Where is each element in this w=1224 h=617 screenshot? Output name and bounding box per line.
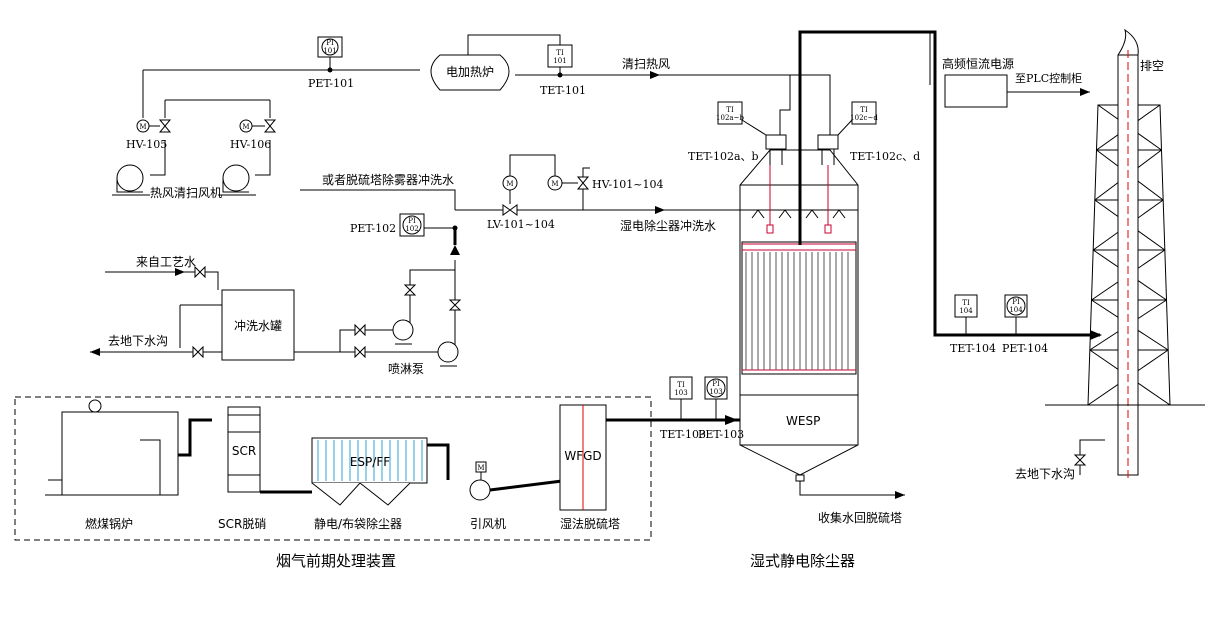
pretreatment-unit: 燃煤锅炉 SCR SCR脱硝 ESP/FF 静电/布袋除尘器 M 引风机 xyxy=(14,396,652,541)
svg-text:TI: TI xyxy=(962,299,970,307)
pet-104-label: PET-104 xyxy=(1002,342,1048,355)
wesp-flush-water-label: 湿电除尘器冲洗水 xyxy=(620,218,716,233)
pet-101-label: PET-101 xyxy=(308,77,354,90)
hv-105-label: HV-105 xyxy=(126,138,167,151)
purge-hot-air-label: 清扫热风 xyxy=(622,57,670,71)
hv-105-valve[interactable]: M xyxy=(136,119,172,133)
spray-pump-1[interactable] xyxy=(392,319,414,345)
svg-text:M: M xyxy=(477,464,484,472)
hv-106-valve[interactable]: M xyxy=(239,119,277,133)
ti-102ab-instrument: TI 102a~b xyxy=(716,101,767,136)
svg-text:PI: PI xyxy=(1012,298,1020,306)
tet-102cd-label: TET-102c、d xyxy=(850,150,920,163)
pi-102-instrument: PI 102 xyxy=(399,213,458,237)
svg-text:102: 102 xyxy=(405,225,418,233)
wesp-unit[interactable]: 收集水回脱硫塔 TET-102a、b TET-102c、d TI 102a~b … xyxy=(688,101,920,525)
esp-ff-label: 静电/布袋除尘器 xyxy=(314,516,402,531)
id-fan-label: 引风机 xyxy=(470,517,506,531)
hv-106-label: HV-106 xyxy=(230,138,271,151)
ti-104-instrument: TI 104 xyxy=(954,294,978,335)
svg-text:103: 103 xyxy=(674,389,687,397)
esp-ff-inner-label: ESP/FF xyxy=(350,455,390,469)
lv-101-104-label: LV-101~104 xyxy=(487,218,555,231)
tet-102ab-label: TET-102a、b xyxy=(688,150,759,163)
to-plc-label: 至PLC控制柜 xyxy=(1015,71,1082,85)
svg-text:M: M xyxy=(139,123,146,131)
svg-text:102a~b: 102a~b xyxy=(716,114,744,122)
ti-101-number: 101 xyxy=(553,57,566,65)
hv-101-104-valve[interactable]: M xyxy=(547,167,590,191)
electric-heater[interactable]: 电加热炉 xyxy=(430,54,510,91)
scr-reactor[interactable]: SCR xyxy=(227,406,261,493)
flush-water-system: 或者脱硫塔除雾器冲洗水 湿电除尘器冲洗水 M LV-101~104 M HV-1… xyxy=(90,154,740,376)
ti-101-instrument: TI 101 xyxy=(547,44,573,78)
pi-103-instrument: PI 103 xyxy=(704,376,728,420)
pi-104-instrument: PI 104 xyxy=(1004,294,1028,335)
hf-power-label: 高频恒流电源 xyxy=(942,56,1014,71)
svg-text:104: 104 xyxy=(959,307,973,315)
from-process-water-label: 来自工艺水 xyxy=(136,255,196,269)
hv-101-104-label: HV-101~104 xyxy=(592,178,663,191)
purge-air-system: PI 101 PET-101 电加热炉 TI 101 TET-101 清扫热风 … xyxy=(112,34,831,200)
spray-pump-label: 喷淋泵 xyxy=(388,362,424,376)
clean-gas-duct: 高频恒流电源 至PLC控制柜 TI 104 PI 104 TET-104 PET… xyxy=(798,30,1102,355)
pet-102-label: PET-102 xyxy=(350,222,396,235)
insulator-box-cd xyxy=(817,134,839,165)
wfgd-tower[interactable]: WFGD xyxy=(559,404,607,511)
ti-103-instrument: TI 103 xyxy=(669,376,693,420)
wfgd-inner-label: WFGD xyxy=(564,449,601,463)
pet-103-label: PET-103 xyxy=(698,428,744,441)
svg-text:PI: PI xyxy=(712,380,720,388)
svg-text:103: 103 xyxy=(709,388,722,396)
collect-water-label: 收集水回脱硫塔 xyxy=(818,510,902,525)
scr-inner-label: SCR xyxy=(232,444,256,458)
pi-101-instrument: PI 101 xyxy=(317,36,343,73)
svg-text:TI: TI xyxy=(726,106,734,114)
svg-text:TI: TI xyxy=(860,106,868,114)
esp-ff-collector[interactable]: ESP/FF xyxy=(311,437,428,506)
ti-102cd-instrument: TI 102c~d xyxy=(837,101,878,136)
wesp-inner-label: WESP xyxy=(786,414,820,428)
svg-text:M: M xyxy=(506,180,513,188)
electric-heater-label: 电加热炉 xyxy=(446,65,494,79)
coal-boiler[interactable] xyxy=(45,399,179,496)
lv-101-104-valve[interactable]: M xyxy=(502,175,518,216)
flush-water-tank[interactable]: 冲洗水罐 xyxy=(221,289,295,361)
pi-101-number: 101 xyxy=(323,47,336,55)
wfgd-label: 湿法脱硫塔 xyxy=(560,516,620,531)
scr-label: SCR脱硝 xyxy=(218,516,266,531)
svg-text:PI: PI xyxy=(408,217,416,225)
wesp-title: 湿式静电除尘器 xyxy=(750,552,855,570)
svg-text:M: M xyxy=(242,123,249,131)
tet-104-label: TET-104 xyxy=(950,342,996,355)
hot-air-fan-1[interactable] xyxy=(112,164,150,196)
svg-text:M: M xyxy=(551,180,558,188)
to-sewer-label-2: 去地下水沟 xyxy=(1015,467,1075,481)
hf-power-supply[interactable] xyxy=(944,74,1008,108)
tet-103-label: TET-103 xyxy=(660,428,706,441)
svg-text:104: 104 xyxy=(1009,306,1023,314)
spray-pump-2[interactable] xyxy=(437,341,459,367)
pi-101-tag: PI xyxy=(326,39,334,47)
electrode-tubes xyxy=(741,241,857,375)
flush-tank-label: 冲洗水罐 xyxy=(234,318,282,333)
tet-101-label: TET-101 xyxy=(540,84,586,97)
svg-text:102c~d: 102c~d xyxy=(850,114,878,122)
ti-101-tag: TI xyxy=(556,49,564,57)
hot-air-fan-2[interactable] xyxy=(218,164,256,196)
pretreatment-title: 烟气前期处理装置 xyxy=(276,552,396,570)
induced-draft-fan[interactable]: M xyxy=(469,461,491,501)
to-sewer-label-1: 去地下水沟 xyxy=(108,334,168,348)
insulator-box-ab xyxy=(765,134,787,165)
exhaust-stack[interactable] xyxy=(1045,28,1205,480)
coal-boiler-label: 燃煤锅炉 xyxy=(85,516,133,531)
exhaust-label: 排空 xyxy=(1140,59,1164,73)
hot-air-fan-label: 热风清扫风机 xyxy=(150,186,222,200)
svg-text:TI: TI xyxy=(677,381,685,389)
desulf-water-label: 或者脱硫塔除雾器冲洗水 xyxy=(322,172,454,187)
